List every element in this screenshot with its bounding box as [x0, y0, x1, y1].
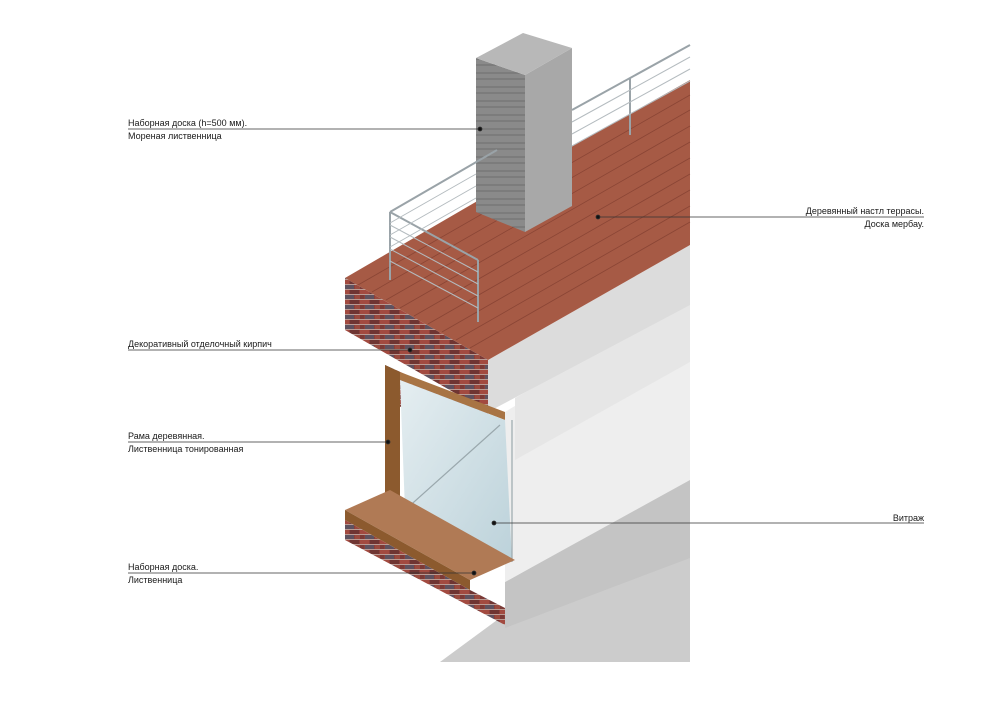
railing — [389, 44, 691, 322]
lower-wall-shadow — [505, 478, 690, 628]
callout-sill-board-line1: Наборная доска. — [128, 562, 199, 572]
callout-window-frame-line2: Лиственница тонированная — [128, 444, 244, 454]
callout-sill-board-line2: Лиственница — [128, 575, 183, 585]
leader-dot-brick — [407, 347, 413, 353]
sill-board-front — [345, 510, 470, 590]
callout-facing-board: Наборная доска (h=500 мм). Мореная листв… — [128, 117, 247, 143]
leader-dot-sill-board — [471, 570, 477, 576]
chimney-side — [525, 48, 572, 232]
chimney-front — [476, 58, 525, 232]
window-frame-left — [385, 365, 400, 508]
leader-dot-facing-board — [477, 126, 483, 132]
leader-lines — [128, 126, 924, 576]
callout-terrace-deck-line1: Деревянный настл террасы. — [805, 206, 924, 216]
callout-glazing-line1: Витраж — [892, 513, 924, 523]
callout-brick: Декоративный отделочный кирпич — [128, 338, 272, 351]
window-frame-inner — [400, 372, 505, 420]
facade-wall-upper — [515, 300, 690, 460]
slab-edge — [488, 245, 690, 412]
callout-terrace-deck: Деревянный настл террасы. Доска мербау. — [806, 205, 924, 231]
callout-window-frame-line1: Рама деревянная. — [128, 431, 205, 441]
callout-facing-board-line2: Мореная лиственница — [128, 131, 222, 141]
sill-brick — [345, 520, 505, 625]
callout-sill-board: Наборная доска. Лиственница — [128, 561, 198, 587]
chimney-top — [476, 33, 572, 75]
glazing-mullion — [404, 424, 501, 511]
sill-board-top — [345, 490, 515, 580]
railing-cables — [389, 56, 691, 309]
leader-dot-terrace-deck — [595, 214, 601, 220]
brick-cladding — [345, 278, 488, 412]
leader-dot-window-frame — [385, 439, 391, 445]
callout-facing-board-line1: Наборная доска (h=500 мм). — [128, 118, 248, 128]
callout-terrace-deck-line2: Доска мербау. — [864, 219, 925, 229]
leader-dot-glazing — [491, 520, 497, 526]
callout-brick-line1: Декоративный отделочный кирпич — [128, 339, 272, 349]
callout-glazing: Витраж — [893, 512, 924, 525]
callout-window-frame: Рама деревянная. Лиственница тонированна… — [128, 430, 243, 456]
